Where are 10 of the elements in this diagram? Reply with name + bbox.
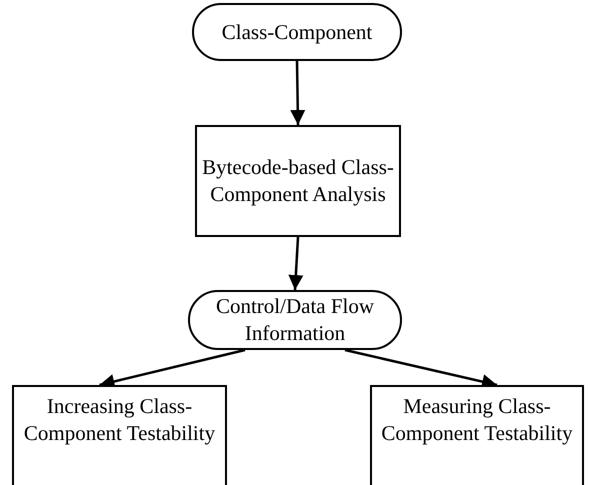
arrow: [290, 60, 306, 126]
process-box: [12, 385, 227, 485]
process-box: [370, 385, 584, 485]
node-label: Bytecode-based Class-Component Analysis: [201, 154, 395, 208]
process-box: [195, 125, 401, 237]
node-label: Class-Component: [222, 18, 372, 46]
node-label: Measuring Class-Component Testability: [380, 393, 574, 447]
node-label: Control/Data Flow Information: [214, 293, 376, 347]
arrow: [288, 236, 304, 290]
node-label: Increasing Class-Component Testability: [22, 393, 216, 447]
